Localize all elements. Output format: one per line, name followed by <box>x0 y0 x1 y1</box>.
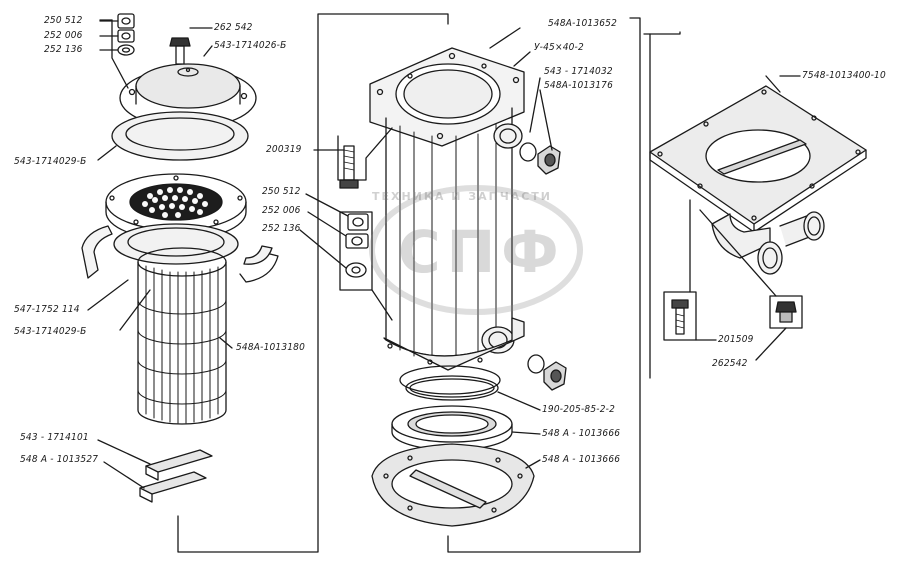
leader-line <box>489 27 521 49</box>
watermark-logo-text: СПФ <box>398 218 565 286</box>
part-label: 252 136 <box>262 223 301 234</box>
grouping-bracket <box>177 13 449 553</box>
part-label: 548А-1013652 <box>548 18 618 29</box>
part-label: 200319 <box>266 144 302 155</box>
part-label: 250 512 <box>44 15 83 26</box>
housing-bottom-flange <box>383 317 525 395</box>
part-label: 262542 <box>712 358 748 369</box>
leader-line <box>513 51 531 67</box>
base-gasket-548a-1013666 <box>371 443 535 527</box>
part-label: 548 А - 1013666 <box>542 428 621 439</box>
grouping-bracket <box>643 31 681 35</box>
gasket-top <box>111 111 249 161</box>
perforated-plate <box>105 173 247 241</box>
part-label: 547-1752 114 <box>14 304 80 315</box>
part-label: 252 136 <box>44 44 83 55</box>
bolt-201509 <box>671 299 689 335</box>
o-ring-190-205 <box>405 375 499 401</box>
part-label: У-45×40-2 <box>534 42 584 53</box>
nut-washer-stack-center <box>345 213 369 278</box>
part-label: 201509 <box>718 334 754 345</box>
part-label: 252 006 <box>262 205 301 216</box>
leader-line <box>111 19 129 89</box>
leader-box <box>663 291 697 341</box>
part-label: 7548-1013400-10 <box>802 70 886 81</box>
part-label: 548А-1013180 <box>236 342 306 353</box>
part-label: 543 - 1714101 <box>20 432 89 443</box>
leader-box <box>769 295 803 329</box>
bolt-200319 <box>339 145 359 189</box>
grouping-bracket <box>447 17 641 553</box>
leader-line <box>337 127 393 181</box>
watermark-logo <box>369 185 583 315</box>
part-label: 548А-1013176 <box>544 80 614 91</box>
strip-parts <box>139 449 213 503</box>
part-label: 250 512 <box>262 186 301 197</box>
leader-line <box>529 77 541 133</box>
plug-262542 <box>169 37 191 65</box>
gasket-bottom <box>113 223 239 265</box>
fitting-upper <box>519 142 561 175</box>
filter-cartridge-548a-1013180 <box>137 247 227 425</box>
leader-line <box>539 89 553 151</box>
part-label: 543-1714026-Б <box>214 40 287 51</box>
part-label: 190-205-85-2-2 <box>542 404 616 415</box>
nut-washer-stack-left <box>117 13 135 56</box>
part-label: 252 006 <box>44 30 83 41</box>
leader-box <box>339 211 373 291</box>
plug-262542-right <box>775 301 797 323</box>
part-label: 548 А - 1013666 <box>542 454 621 465</box>
ring-548a-1013666 <box>391 405 513 451</box>
fitting-lower <box>527 354 567 391</box>
part-label: 548 А - 1013527 <box>20 454 99 465</box>
part-label: 262 542 <box>214 22 253 33</box>
watermark-text: ТЕХНИКА И ЗАПЧАСТИ <box>372 190 552 203</box>
plate-7548-1013400 <box>649 85 867 233</box>
outlet-elbows <box>711 211 825 275</box>
housing-top-flange <box>369 47 525 147</box>
part-label: 543 - 1714032 <box>544 66 613 77</box>
clamp-band <box>81 225 279 283</box>
part-label: 543-1714029-Б <box>14 156 87 167</box>
top-cover-543-1714026 <box>119 63 257 129</box>
part-label: 543-1714029-Б <box>14 326 87 337</box>
